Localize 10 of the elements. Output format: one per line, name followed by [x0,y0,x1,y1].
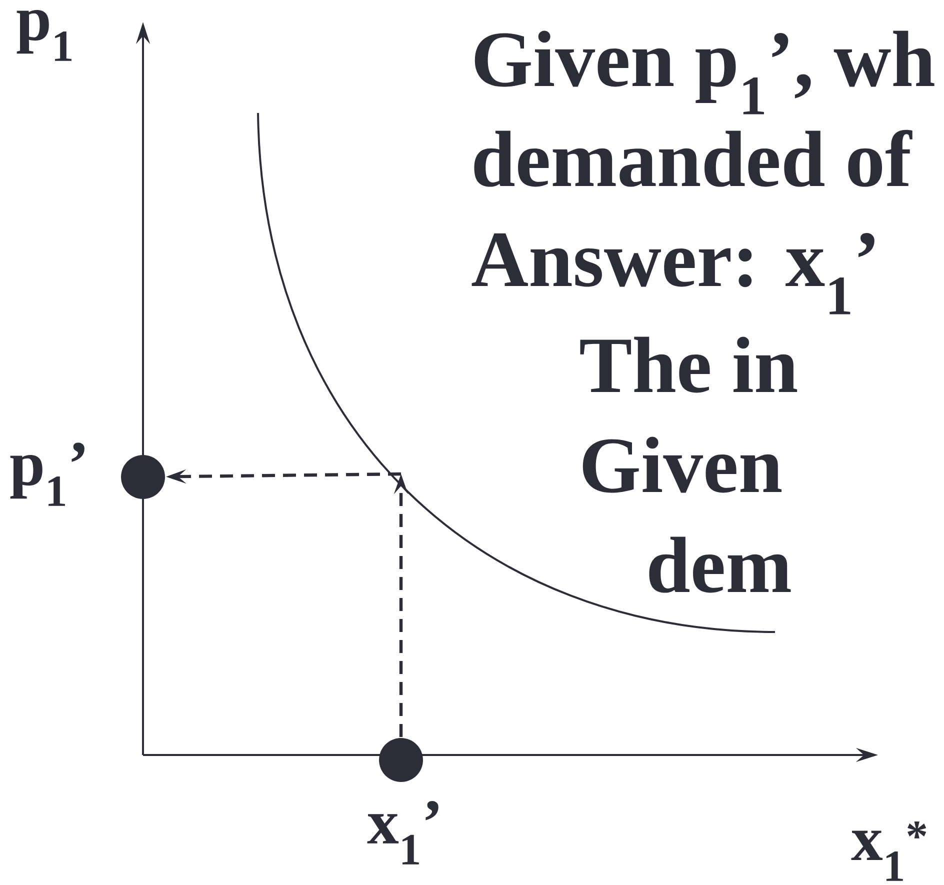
question-text: Given p$_{1}$’, wh [474,30,934,114]
axis-label: x$_{1}$* [851,822,926,881]
note-text: The in [580,336,798,393]
note-text: Given [582,436,782,493]
answer-text: Answer: x$_{1}$’ [472,233,874,314]
point-label: x$_{1}$’ [367,800,438,864]
note-text: dem [649,536,791,593]
question-text: demanded of [474,130,912,187]
axis-label: p$_{1}$ [16,10,72,61]
point-label: p$_{1}$’ [10,442,84,506]
